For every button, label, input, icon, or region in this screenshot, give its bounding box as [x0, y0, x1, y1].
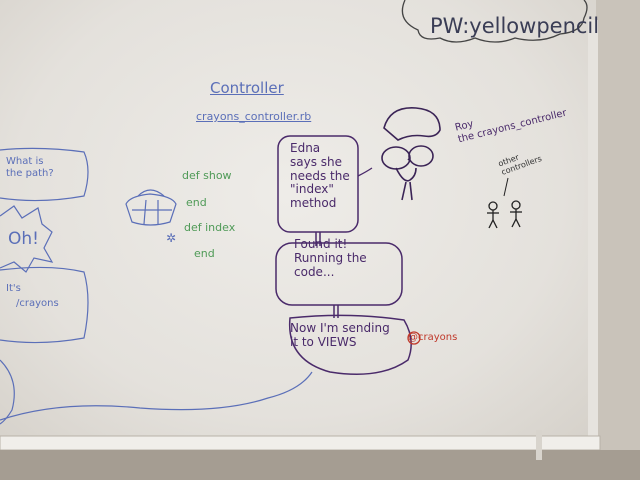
oh-burst	[0, 205, 54, 273]
file-name: crayons_controller.rb	[196, 110, 312, 123]
roy-character	[381, 107, 441, 201]
floor-shadow	[0, 450, 640, 480]
marker-tray	[0, 435, 601, 451]
title-controller: Controller	[210, 79, 284, 97]
bubble-edna-outline	[277, 135, 359, 233]
board-frame-right	[588, 20, 598, 440]
arrow-to-others	[503, 177, 509, 197]
password-cloud	[401, 0, 588, 43]
left-oh-text: Oh!	[8, 229, 39, 249]
basket-doodle	[125, 189, 177, 226]
crayons-variable: @crayons	[408, 332, 458, 343]
bubble-its-outline	[0, 266, 89, 344]
flow-curve	[0, 371, 313, 421]
code-def-index: def index	[184, 221, 236, 234]
code-end-1: end	[186, 196, 207, 209]
left-slash-crayons-text: /crayons	[16, 298, 59, 309]
tray-bracket	[536, 430, 542, 460]
bubble-sending-outline	[288, 314, 412, 376]
left-bubble-path-text: What is the path?	[6, 156, 54, 179]
left-bottom-arc	[0, 359, 15, 425]
stick-figures	[487, 200, 522, 229]
bubble-path-outline	[0, 147, 89, 202]
bubble-sending-text: Now I'm sending it to VIEWS	[290, 321, 390, 349]
bubble-found-text: Found it! Running the code...	[294, 237, 367, 279]
password-note: PW:yellowpencil	[430, 14, 600, 38]
star-mark: ✲	[166, 231, 176, 245]
arrow-to-roy	[357, 167, 373, 177]
bubble-found-outline	[275, 242, 403, 306]
wall-edge	[596, 0, 640, 480]
code-end-2: end	[194, 247, 215, 260]
left-its-text: It's	[6, 283, 21, 294]
at-circle	[407, 331, 421, 345]
code-def-show: def show	[182, 169, 232, 182]
bubble-edna-text: Edna says she needs the "index" method	[290, 141, 350, 211]
